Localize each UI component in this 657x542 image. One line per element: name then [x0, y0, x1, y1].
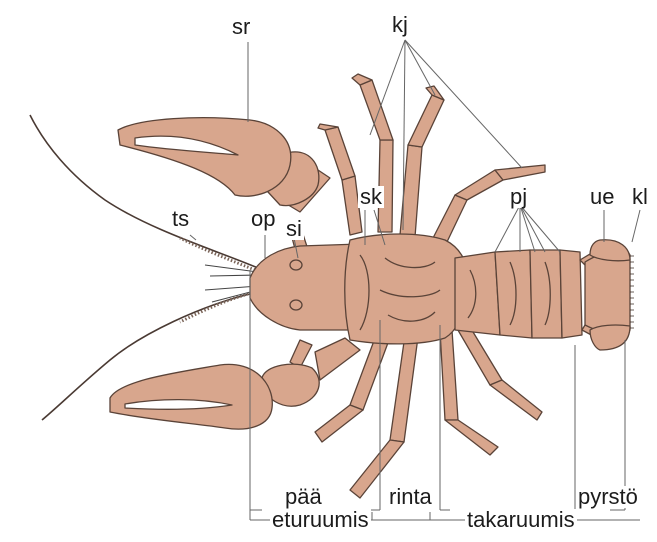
- abdomen: [455, 250, 582, 338]
- label-kl: kl: [630, 186, 650, 208]
- label-sr: sr: [230, 16, 252, 38]
- label-sk: sk: [358, 186, 384, 208]
- label-pyrsto: pyrstö: [576, 486, 640, 508]
- tail-fan: [580, 240, 634, 350]
- upper-walking-legs: [318, 74, 545, 244]
- label-si: si: [284, 218, 304, 240]
- lower-claw: [110, 338, 360, 429]
- label-eturuumis: eturuumis: [270, 509, 371, 531]
- label-rinta: rinta: [387, 486, 434, 508]
- label-ts: ts: [170, 208, 191, 230]
- upper-claw: [118, 118, 330, 268]
- label-kj: kj: [390, 14, 410, 36]
- carapace-sk: [345, 234, 469, 344]
- label-takaruumis: takaruumis: [465, 509, 577, 531]
- label-paa: pää: [283, 486, 324, 508]
- head-cephalon: [250, 244, 360, 330]
- label-op: op: [249, 208, 277, 230]
- label-pj: pj: [508, 186, 529, 208]
- label-ue: ue: [588, 186, 616, 208]
